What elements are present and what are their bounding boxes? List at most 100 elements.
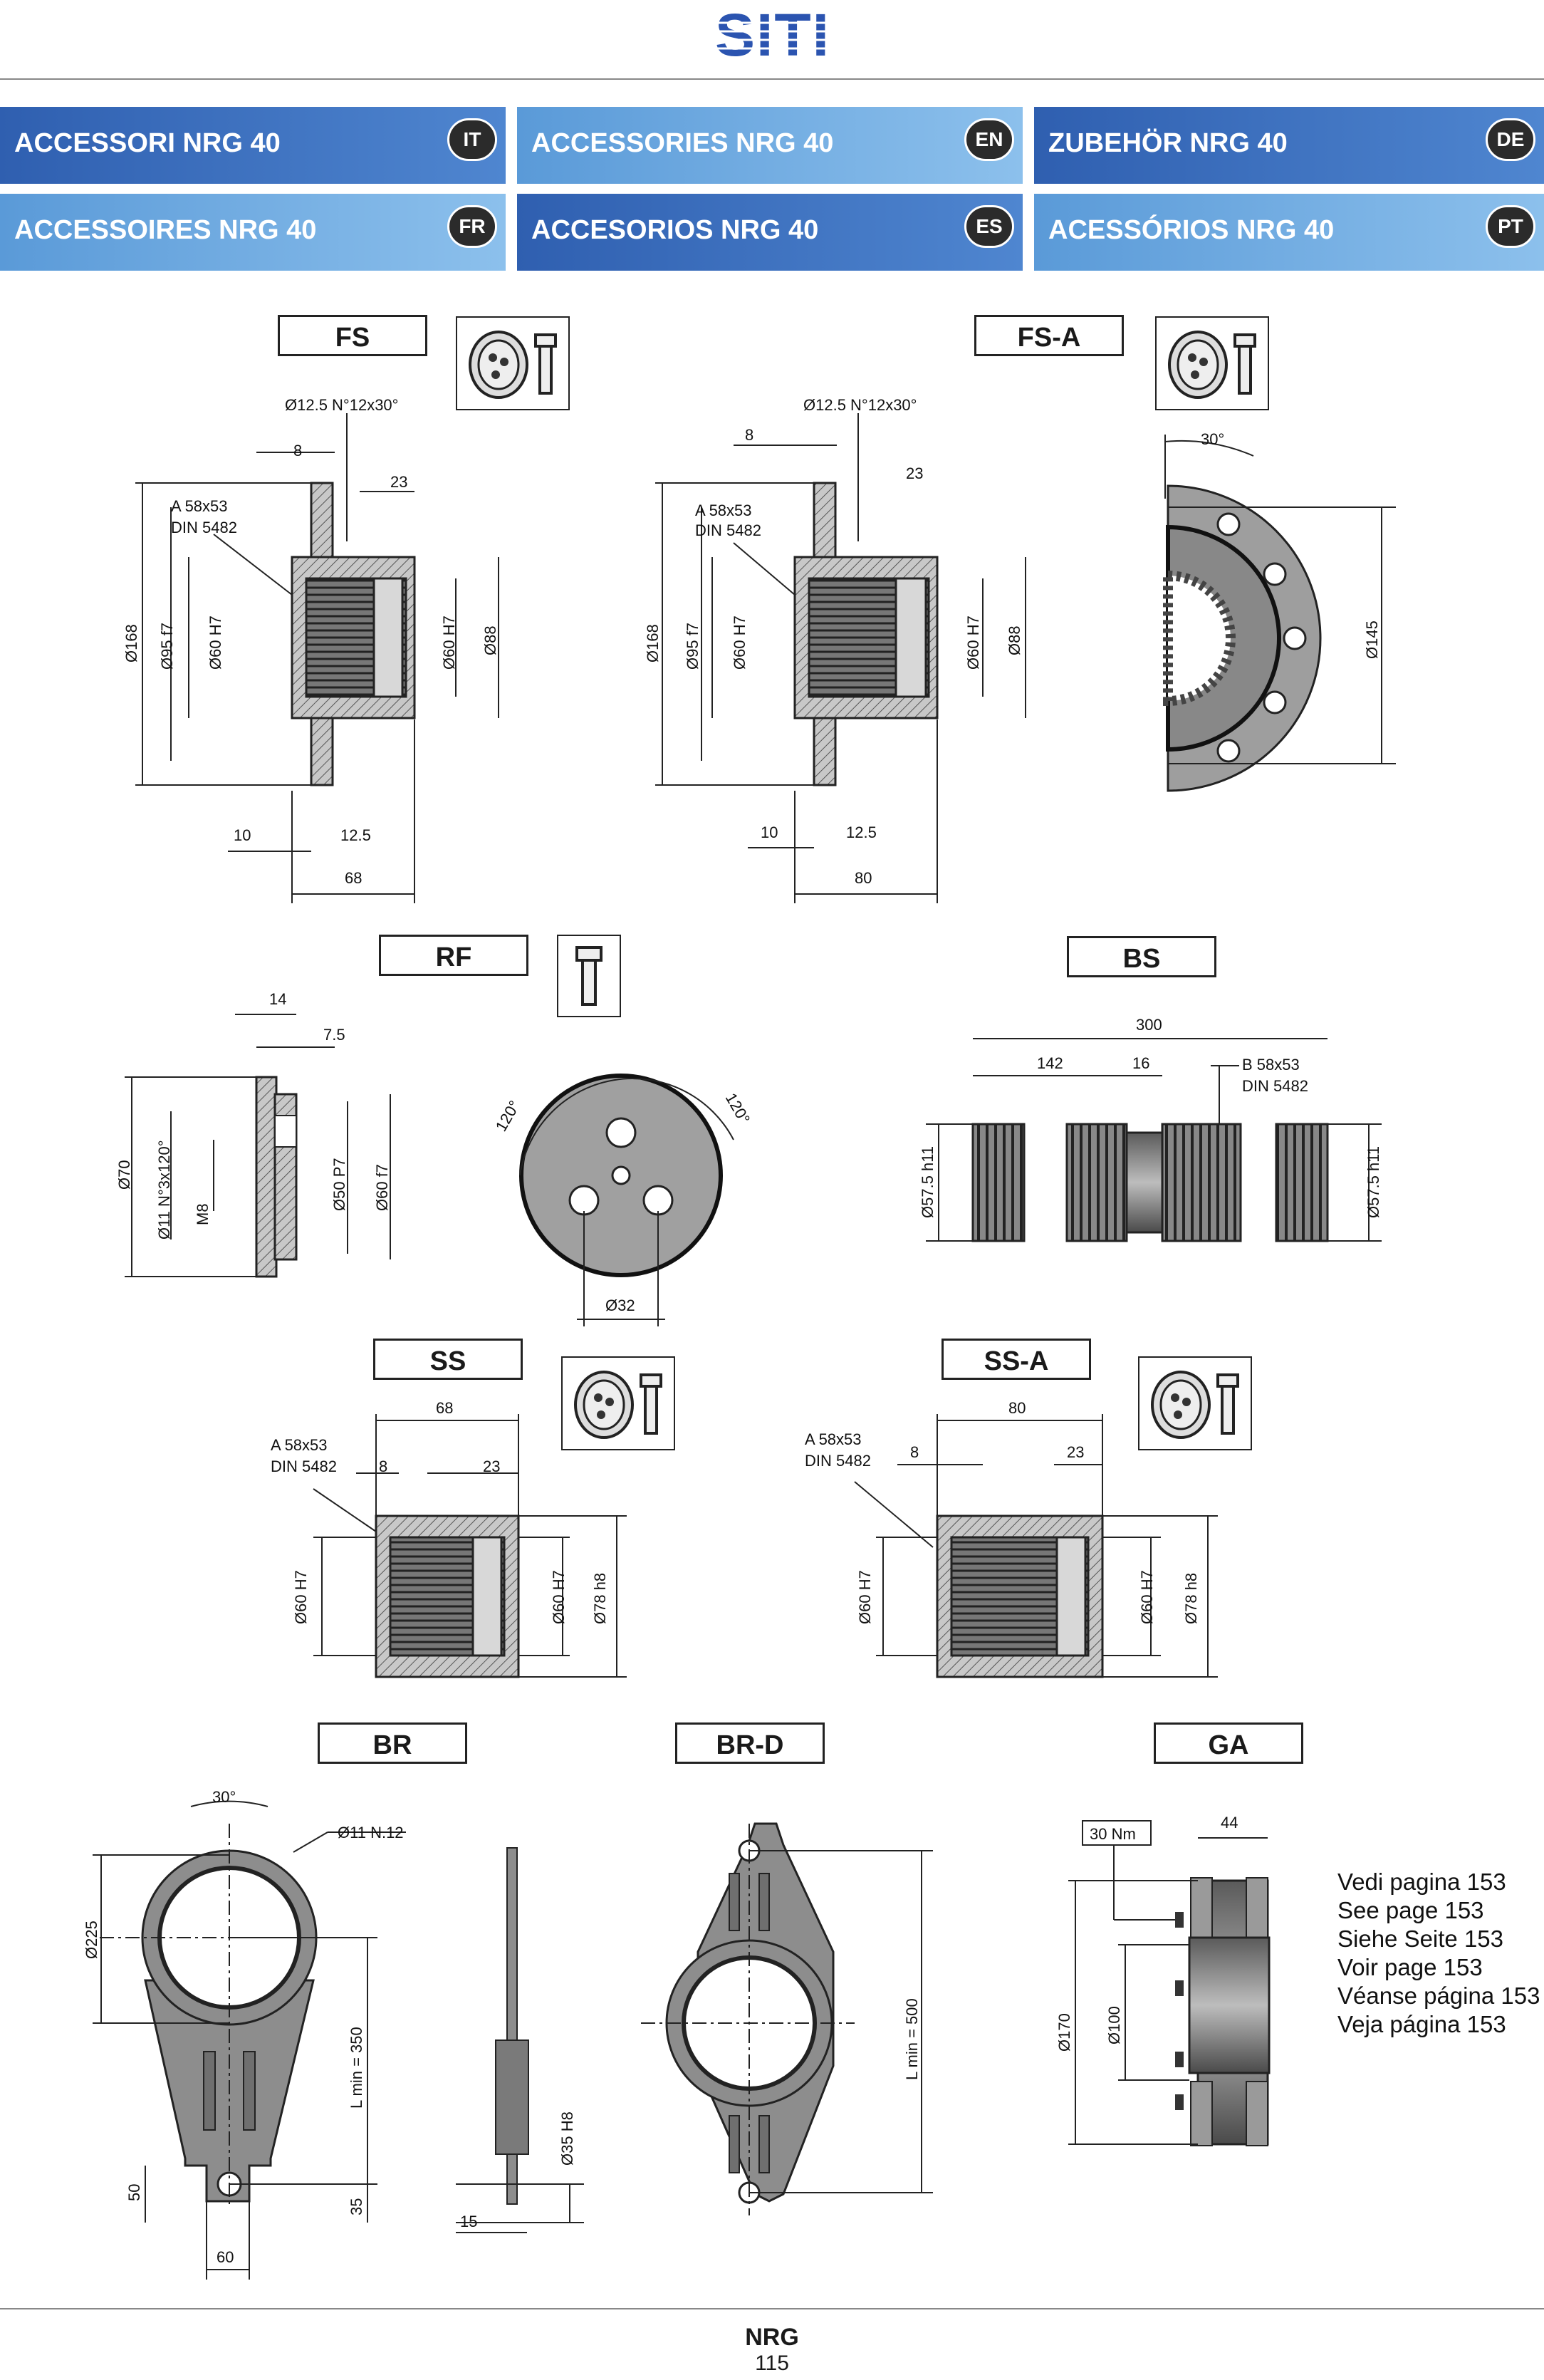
label-br-d: BR-D xyxy=(675,1722,825,1764)
dim-label: 300 xyxy=(1136,1016,1162,1034)
flange-bolt-icon xyxy=(561,1356,675,1450)
dim-label: 80 xyxy=(1008,1399,1026,1417)
dim-label: Ø170 xyxy=(1055,2013,1073,2052)
footer-title: NRG xyxy=(745,2324,799,2351)
drawing-br-d: L min = 500 xyxy=(641,1822,933,2215)
ref-line: Véanse página 153 xyxy=(1337,1983,1540,2009)
ref-line: Siehe Seite 153 xyxy=(1337,1926,1504,1952)
header-title: ACCESSOIRES NRG 40 xyxy=(14,215,317,245)
label-fs: FS xyxy=(278,315,427,356)
dim-label: DIN 5482 xyxy=(695,521,761,539)
dim-label: 10 xyxy=(761,823,778,841)
header-title: ACCESSORI NRG 40 xyxy=(14,128,281,158)
dim-label: Ø57.5 h11 xyxy=(919,1146,937,1218)
dim-label: Ø60 H7 xyxy=(207,615,224,670)
dim-label: Ø32 xyxy=(605,1296,635,1314)
dim-label: DIN 5482 xyxy=(1242,1077,1308,1095)
lang-badge: EN xyxy=(964,118,1014,161)
ref-line: Voir page 153 xyxy=(1337,1954,1483,1980)
dim-label: 12.5 xyxy=(340,826,371,844)
flange-bolt-icon xyxy=(1155,316,1269,410)
dim-label: M8 xyxy=(194,1203,212,1225)
label-fs-a: FS-A xyxy=(974,315,1124,356)
dim-label: Ø95 f7 xyxy=(158,623,176,670)
header-band-it: ACCESSORI NRG 40 IT xyxy=(0,107,506,184)
dim-label: A 58x53 xyxy=(171,497,228,515)
dim-label: Ø225 xyxy=(83,1921,100,1959)
header-band-de: ZUBEHÖR NRG 40 DE xyxy=(1034,107,1544,184)
header-title: ACCESORIOS NRG 40 xyxy=(531,215,819,245)
drawing-fs-a: Ø12.5 N°12x30° 8 23 A 58x53 DIN 5482 Ø16… xyxy=(644,396,1026,903)
dim-label: Ø168 xyxy=(644,624,662,662)
lang-badge: PT xyxy=(1486,205,1535,248)
drawing-bs: 300 142 16 B 58x53 DIN 5482 Ø57.5 h11 Ø5… xyxy=(919,1016,1382,1242)
label-ss-a: SS-A xyxy=(941,1339,1091,1380)
label-ss: SS xyxy=(373,1339,523,1380)
dim-label: Ø88 xyxy=(481,625,499,655)
drawing-br-side: Ø35 H8 15 xyxy=(456,1847,584,2233)
dim-label: Ø145 xyxy=(1363,620,1381,659)
dim-label: 30 Nm xyxy=(1090,1825,1136,1843)
label-ga: GA xyxy=(1154,1722,1303,1764)
header-band-pt: ACESSÓRIOS NRG 40 PT xyxy=(1034,194,1544,271)
dim-label: Ø60 H7 xyxy=(292,1570,310,1624)
dim-label: A 58x53 xyxy=(695,502,752,519)
dim-label: 8 xyxy=(910,1443,919,1461)
dim-label: B 58x53 xyxy=(1242,1056,1300,1074)
siti-logo: SITI xyxy=(701,7,844,64)
footer-rule xyxy=(0,2308,1544,2309)
header-band-en: ACCESSORIES NRG 40 EN xyxy=(517,107,1023,184)
dim-label: A 58x53 xyxy=(271,1436,328,1454)
dim-label: 16 xyxy=(1132,1054,1149,1072)
drawing-ga: 30 Nm 44 Ø170 Ø100 xyxy=(1055,1814,1271,2146)
dim-label: 120° xyxy=(722,1090,753,1127)
footer: NRG 115 xyxy=(701,2324,843,2376)
dim-label: 30° xyxy=(212,1788,236,1806)
dim-label: 7.5 xyxy=(323,1026,345,1044)
dim-label: A 58x53 xyxy=(805,1430,862,1448)
flange-bolt-icon xyxy=(456,316,570,410)
dim-label: DIN 5482 xyxy=(271,1457,337,1475)
dim-label: Ø78 h8 xyxy=(591,1573,609,1624)
dim-label: Ø60 H7 xyxy=(550,1570,568,1624)
dim-label: 80 xyxy=(855,869,872,887)
dim-label: Ø78 h8 xyxy=(1182,1573,1200,1624)
dim-label: 60 xyxy=(217,2248,234,2266)
header-band-fr: ACCESSOIRES NRG 40 FR xyxy=(0,194,506,271)
label-rf: RF xyxy=(379,935,528,976)
dim-label: Ø60 f7 xyxy=(373,1164,391,1211)
dim-label: Ø70 xyxy=(115,1160,133,1190)
drawing-ss-a: 80 A 58x53 DIN 5482 8 23 Ø60 H7 Ø60 H7 Ø… xyxy=(805,1399,1218,1678)
header-title: ACESSÓRIOS NRG 40 xyxy=(1048,215,1335,245)
dim-label: 10 xyxy=(234,826,251,844)
lang-badge: IT xyxy=(447,118,497,161)
dim-label: Ø100 xyxy=(1105,2006,1123,2044)
bolt-icon xyxy=(557,935,621,1017)
header-band-es: ACCESORIOS NRG 40 ES xyxy=(517,194,1023,271)
dim-label: 23 xyxy=(483,1457,500,1475)
dim-label: Ø50 P7 xyxy=(330,1158,348,1211)
dim-label: 12.5 xyxy=(846,823,877,841)
dim-label: 8 xyxy=(379,1457,387,1475)
drawing-fs: Ø12.5 N°12x30° 8 23 A 58x53 DIN 5482 Ø16… xyxy=(122,396,499,903)
dim-label: Ø11 N°3x120° xyxy=(155,1140,173,1240)
dim-label: Ø60 H7 xyxy=(440,615,458,670)
dim-label: Ø57.5 h11 xyxy=(1365,1146,1382,1218)
dim-label: Ø60 H7 xyxy=(856,1570,874,1624)
dim-label: Ø60 H7 xyxy=(1138,1570,1156,1624)
ref-line: Veja página 153 xyxy=(1337,2011,1506,2037)
dim-label: Ø35 H8 xyxy=(558,2111,576,2166)
dim-label: 68 xyxy=(436,1399,453,1417)
drawing-br: 30° Ø11 N.12 Ø225 L min = 350 50 35 60 xyxy=(83,1788,406,2280)
label-bs: BS xyxy=(1067,936,1216,977)
dim-label: Ø88 xyxy=(1006,625,1023,655)
lang-badge: DE xyxy=(1486,118,1535,161)
dim-label: 23 xyxy=(390,473,407,491)
brand-text: SITI xyxy=(715,7,830,64)
dim-label: Ø11 N.12 xyxy=(338,1824,404,1841)
dim-label: 30° xyxy=(1201,430,1224,448)
dim-label: Ø168 xyxy=(122,624,140,662)
dim-label: 120° xyxy=(492,1098,523,1135)
header-title: ZUBEHÖR NRG 40 xyxy=(1048,128,1288,158)
